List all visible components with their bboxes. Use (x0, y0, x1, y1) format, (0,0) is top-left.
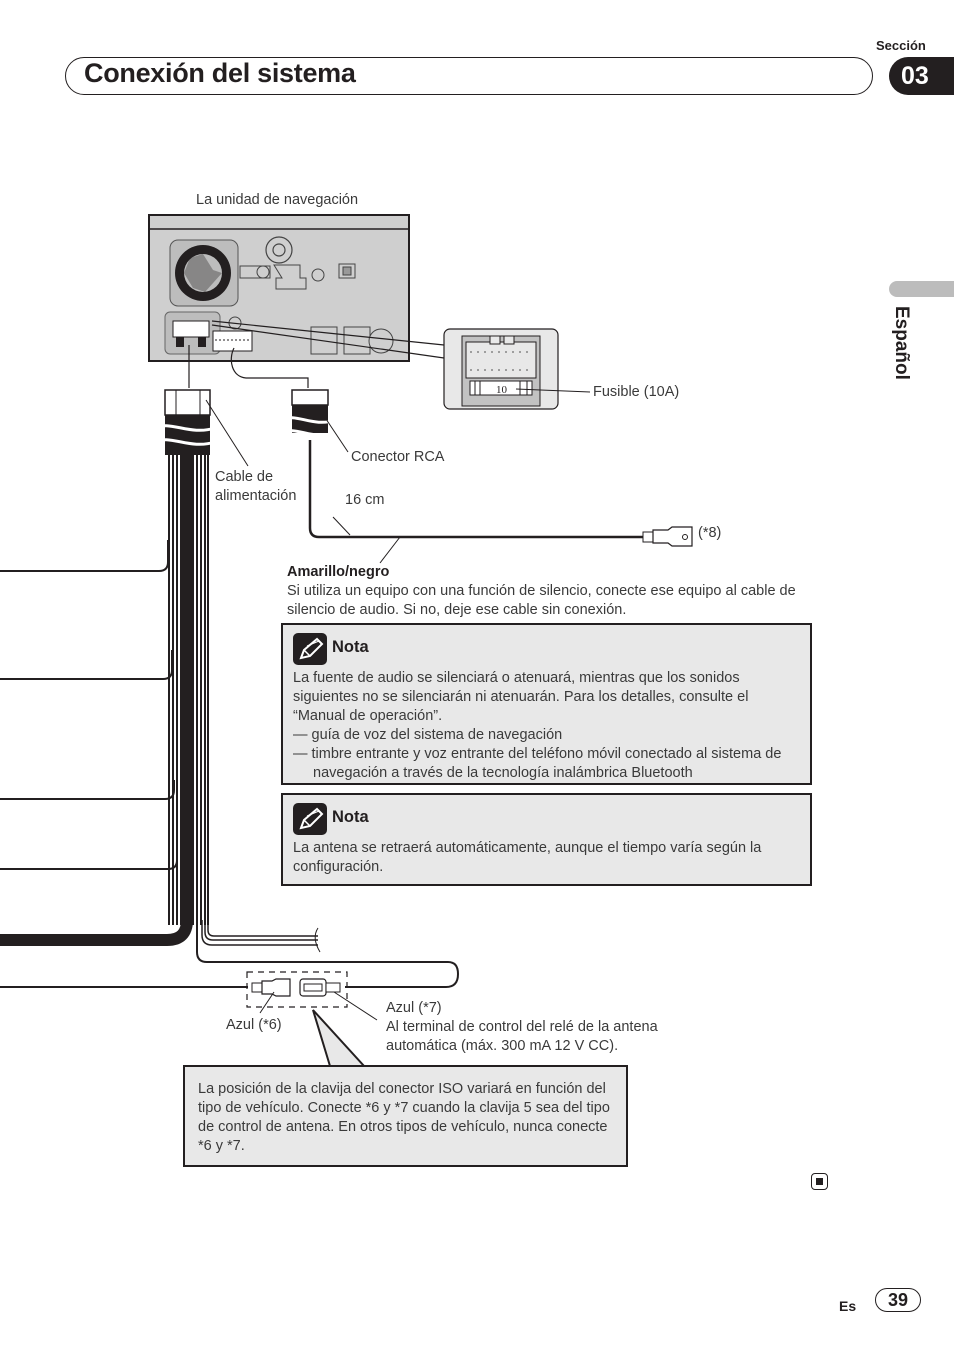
section-label: Sección (876, 38, 926, 53)
fuse-label: Fusible (10A) (593, 384, 680, 400)
page-language-code: Es (839, 1298, 857, 1314)
page-number: 39 (875, 1288, 921, 1312)
connector-7-plug (299, 978, 341, 997)
blue-6-label: Azul (*6) (226, 1017, 282, 1033)
note-list-item: — guía de voz del sistema de navegación (293, 727, 563, 743)
note-paragraph: La fuente de audio se silenciará o atenu… (293, 670, 749, 724)
note-body: La fuente de audio se silenciará o atenu… (293, 669, 802, 783)
callout-text: La posición de la clavija del conector I… (198, 1081, 610, 1154)
note-box-audio: Nota La fuente de audio se silenciará o … (281, 623, 812, 785)
connector-6-plug (251, 978, 291, 997)
navigation-unit-label: La unidad de navegación (196, 192, 359, 208)
fuse-detail-box (443, 328, 591, 410)
header-bar (65, 57, 873, 95)
blue-7-title: Azul (*7) (386, 1000, 442, 1016)
mute-wire-title: Amarillo/negro (287, 564, 390, 580)
iso-connector-callout: La posición de la clavija del conector I… (183, 1065, 628, 1167)
section-number-tab: 03 (889, 57, 954, 95)
connector-8-label: (*8) (698, 525, 722, 541)
fan-icon (169, 239, 239, 307)
rca-connector-label: Conector RCA (351, 449, 445, 465)
length-label: 16 cm (345, 492, 385, 508)
power-cable-label: Cable de alimentación (215, 469, 297, 504)
language-tab-label: Español (891, 306, 912, 380)
note-title: Nota (332, 808, 369, 826)
note-box-antenna: Nota La antena se retraerá automáticamen… (281, 793, 812, 886)
blue-7-description: Al terminal de control del relé de la an… (386, 1019, 658, 1054)
note-pencil-icon (293, 633, 327, 665)
note-list-item: — timbre entrante y voz entrante del tel… (293, 746, 782, 781)
note-pencil-icon (293, 803, 327, 835)
page-title: Conexión del sistema (84, 58, 356, 88)
power-connector-plug (154, 389, 216, 455)
note-title: Nota (332, 638, 369, 656)
connector-8-plug (642, 526, 693, 547)
rca-connector-plug (281, 389, 337, 437)
end-of-section-icon (811, 1173, 828, 1190)
language-tab-marker (889, 281, 954, 297)
fuse-value-text: 10 (496, 384, 508, 396)
note-body: La antena se retraerá automáticamente, a… (293, 839, 802, 877)
note-paragraph: La antena se retraerá automáticamente, a… (293, 840, 762, 875)
power-cable-bundle (167, 455, 209, 925)
navigation-unit-rear-panel (148, 214, 410, 362)
mute-wire-text: Si utiliza un equipo con una función de … (287, 583, 796, 618)
